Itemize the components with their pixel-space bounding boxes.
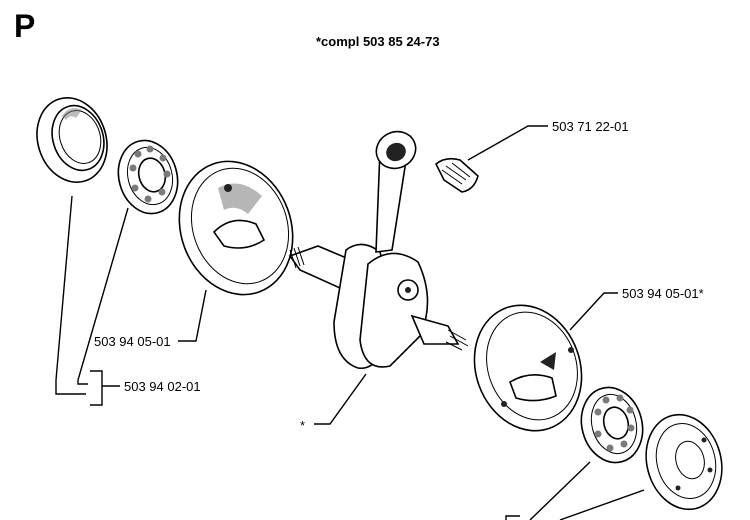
assembly-note: *compl 503 85 24-73 — [316, 34, 440, 49]
flywheel-half-left — [178, 160, 294, 296]
label-needle-bearing: 503 71 22-01 — [552, 119, 629, 134]
seal-ring-right — [645, 413, 723, 511]
label-bearings-left: 503 94 02-01 — [124, 379, 201, 394]
label-flywheel-half-right: 503 94 05-01* — [622, 286, 704, 301]
ball-bearing-right — [580, 386, 644, 464]
ball-bearing-left — [117, 139, 179, 215]
label-flywheel-half-left: 503 94 05-01 — [94, 334, 171, 349]
seal-ring-left — [36, 96, 108, 184]
flywheel-half-right — [473, 304, 583, 432]
label-crankshaft-marker: * — [300, 418, 306, 433]
leader-lines — [55, 125, 645, 520]
needle-bearing — [434, 157, 479, 193]
section-letter: P — [14, 8, 36, 44]
crankshaft — [288, 130, 469, 369]
